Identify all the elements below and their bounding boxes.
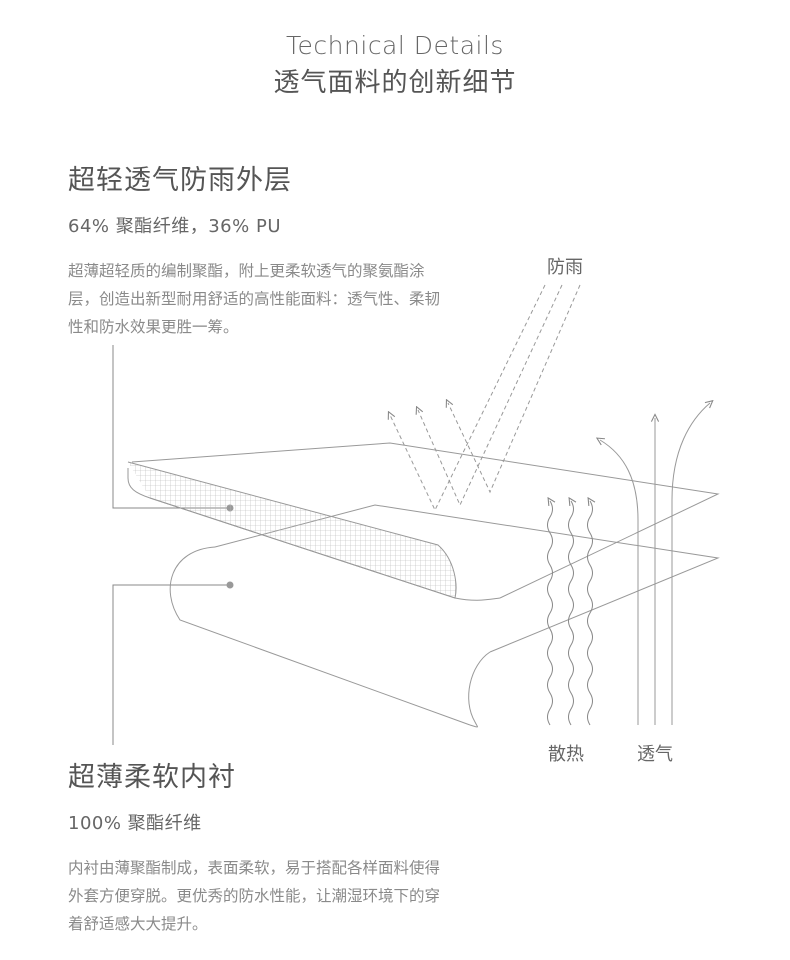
inner-layer-section: 超薄柔软内衬 100% 聚酯纤维 内衬由薄聚酯制成，表面柔软，易于搭配各样面料使… [68,760,448,938]
breathe-label: 透气 [637,744,673,765]
page-header: Technical Details 透气面料的创新细节 [0,30,790,100]
inner-layer-title: 超薄柔软内衬 [68,762,236,793]
header-title-cn: 透气面料的创新细节 [273,68,517,98]
inner-lining-layer [169,504,720,728]
inner-layer-description: 内衬由薄聚酯制成，表面柔软，易于搭配各样面料使得外套方便穿脱。更优秀的防水性能，… [68,859,441,933]
outer-layer-description: 超薄超轻质的编制聚酯，附上更柔软透气的聚氨酯涂层，创造出新型耐用舒适的高性能面料… [68,262,441,336]
outer-shell-layer [127,442,720,601]
heat-wave-arrows [547,501,593,726]
inner-layer-material: 100% 聚酯纤维 [68,813,202,834]
outer-layer-title: 超轻透气防雨外层 [68,165,292,196]
breathe-arrows [600,403,710,725]
leader-lines [112,345,230,745]
header-title-en: Technical Details [286,31,504,60]
inner-layer-marker-dot [226,581,234,589]
heat-label: 散热 [548,744,584,765]
outer-layer-material: 64% 聚酯纤维，36% PU [68,216,281,237]
outer-layer-section: 超轻透气防雨外层 64% 聚酯纤维，36% PU 超薄超轻质的编制聚酯，附上更柔… [68,163,448,341]
inner-layer-leader-line [112,584,230,745]
rain-arrows [390,284,581,512]
rain-label: 防雨 [547,257,583,278]
